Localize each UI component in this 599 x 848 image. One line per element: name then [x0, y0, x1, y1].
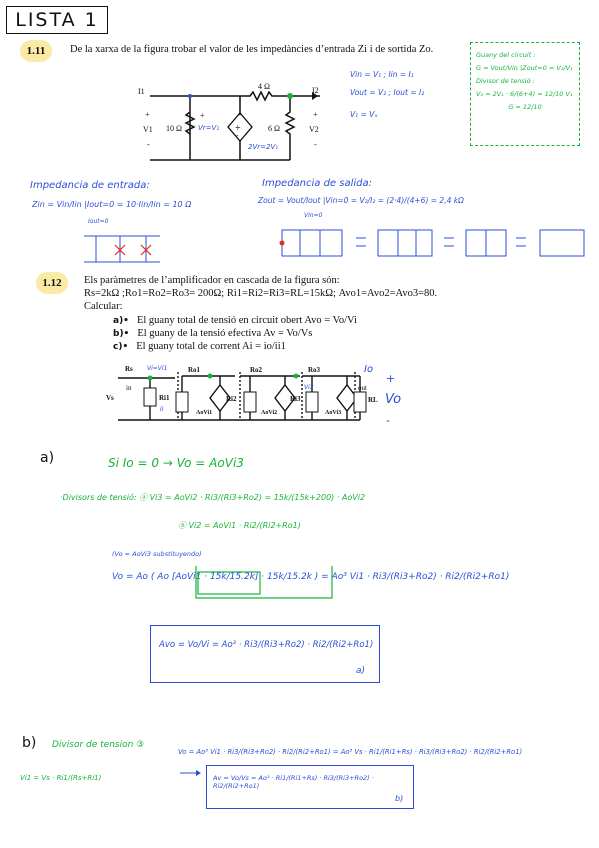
circuit-label: 4 Ω: [258, 82, 270, 91]
note-line: Vout = V₂ ; Iout = I₂: [350, 88, 425, 97]
circuit-label: Ro2: [250, 366, 263, 374]
box-tag: b): [395, 794, 404, 803]
circuit-label: V1: [143, 125, 153, 134]
solution-line: Vo = Ao³ Vi1 · Ri3/(Ri3+Ro2) · Ri2/(Ri2+…: [178, 748, 523, 756]
circuit-label: out: [358, 384, 367, 392]
circuit-label: +: [145, 110, 150, 119]
solution-line: Vi1 = Vs · Ri1/(Rs+Ri1): [20, 774, 102, 782]
input-impedance-formula: Zin = Vin/Iin |Iout=0 = 10·Iin/Iin = 10 …: [32, 200, 192, 209]
note-line: Vin = V₁ ; Iin = I₁: [350, 70, 414, 79]
circuit-label: -: [314, 140, 317, 149]
circuit-label: I2: [312, 86, 319, 95]
problem-calculate: Calcular:: [84, 301, 123, 312]
circuit-label: in: [126, 384, 132, 392]
item-text: El guany de la tensió efectiva Av = Vo/V…: [137, 328, 313, 339]
problem-statement: Els paràmetres de l’amplificador en casc…: [84, 275, 340, 286]
circuit-label: Ro3: [308, 366, 321, 374]
note-line: Divisor de tensió :: [476, 77, 535, 85]
item-mark: c)•: [113, 342, 129, 352]
circuit-label: RL: [368, 396, 378, 404]
circuit-label: Ii: [160, 406, 164, 413]
circuit-label: AoVi3: [325, 410, 342, 416]
circuit-label: +: [313, 110, 318, 119]
circuit-label: 6 Ω: [268, 124, 280, 133]
boxed-formula: Avo = Vo/Vi = Ao³ · Ri3/(Ri3+Ro2) · Ri2/…: [159, 640, 374, 650]
circuit-label: -: [386, 414, 390, 427]
item-text: El guany total de corrent Ai = io/ii1: [136, 341, 286, 352]
solution-heading: Divisor de tension ③: [52, 740, 145, 750]
box-tag: a): [356, 666, 366, 676]
note-line: Guany del circuit :: [476, 51, 536, 59]
circuit-label: V2: [309, 125, 319, 134]
item-mark: a)•: [113, 316, 129, 326]
gain-note-box: Guany del circuit : G = Vout/Vin |Zout=0…: [470, 42, 580, 146]
result-box-a: Avo = Vo/Vi = Ao³ · Ri3/(Ri3+Ro2) · Ri2/…: [150, 625, 380, 683]
circuit-label: Rs: [125, 365, 133, 373]
circuit-label: 10 Ω: [166, 124, 182, 133]
circuit-label: Vi3: [304, 384, 314, 391]
circuit-label: Io: [364, 364, 374, 375]
circuit-label: Ri1: [159, 394, 170, 402]
circuit-label: +: [386, 372, 396, 385]
circuit-label: Ri2: [226, 395, 237, 403]
boxed-formula: Av = Vo/Vs = Ao³ · Ri1/(Ri1+Rs) · Ri3/(R…: [213, 774, 374, 790]
question-item: b)• El guany de la tensió efectiva Av = V…: [113, 327, 513, 341]
note-line: G = 12/10: [508, 103, 542, 111]
circuit-label: AoVi1: [196, 410, 213, 416]
page-title: LISTA 1: [6, 6, 108, 34]
circuit-label: AoVi2: [261, 410, 278, 416]
circuit-label: +: [200, 111, 205, 120]
svg-text:-: -: [236, 131, 239, 140]
circuit-label: Ri3: [290, 395, 301, 403]
solution-line: ⓑ Vi2 = AoVi1 · Ri2/(Ri2+Ro1): [178, 521, 301, 530]
input-impedance-heading: Impedancia de entrada:: [30, 180, 150, 191]
result-box-b: Av = Vo/Vs = Ao³ · Ri1/(Ri1+Rs) · Ri3/(R…: [206, 765, 414, 809]
problem-number-badge: 1.11: [20, 40, 52, 62]
solution-label: b): [22, 735, 37, 751]
note-line: V₂ = 2V₁ · 6/(6+4) = 12/10 V₁: [476, 90, 573, 98]
circuit-label: Vr=V₁: [198, 124, 220, 132]
circuit-label: Ro1: [188, 366, 201, 374]
note-line: Iout=0: [88, 218, 109, 225]
problem-number-badge: 1.12: [36, 272, 68, 294]
note-line: G = Vout/Vin |Zout=0 = V₂/V₁: [476, 64, 573, 72]
note-line: V₁ = Vₓ: [350, 110, 378, 119]
solution-line: Si Io = 0 → Vo = AoVi3: [108, 456, 244, 470]
output-impedance-heading: Impedancia de salida:: [262, 178, 373, 189]
circuit-label: Vi=Vi1: [147, 365, 168, 372]
question-item: a)• El guany total de tensió en circuit o…: [113, 314, 513, 328]
output-impedance-formula: Zout = Vout/Iout |Vin=0 = V₂/I₂ = (2·4)/…: [258, 196, 464, 205]
circuit-label: I1: [138, 87, 145, 96]
svg-text:+: +: [235, 123, 241, 134]
circuit-label: -: [147, 140, 150, 149]
solution-line: (Vo = AoVi3 substituyendo): [112, 550, 202, 558]
note-line: Vin=0: [304, 212, 323, 219]
item-mark: b)•: [113, 329, 130, 339]
circuit-label: Vo: [385, 392, 402, 407]
solution-label: a): [40, 450, 55, 466]
solution-line: ·Divisors de tensió: ⓐ Vi3 = AoVi2 · Ri3…: [60, 493, 366, 502]
item-text: El guany total de tensió en circuit ober…: [136, 315, 357, 326]
problem-parameters: Rs=2kΩ ;Ro1=Ro2=Ro3= 200Ω; Ri1=Ri2=Ri3=R…: [84, 288, 438, 299]
circuit-label: 2Vr=2V₁: [248, 143, 279, 151]
solution-line: Vo = Ao ( Ao [AoVi1 · 15k/15.2k] · 15k/1…: [112, 572, 510, 582]
problem-statement: De la xarxa de la figura trobar el valor…: [70, 44, 434, 55]
question-item: c)• El guany total de corrent Ai = io/ii1: [113, 340, 513, 354]
circuit-label: Vs: [106, 394, 114, 402]
